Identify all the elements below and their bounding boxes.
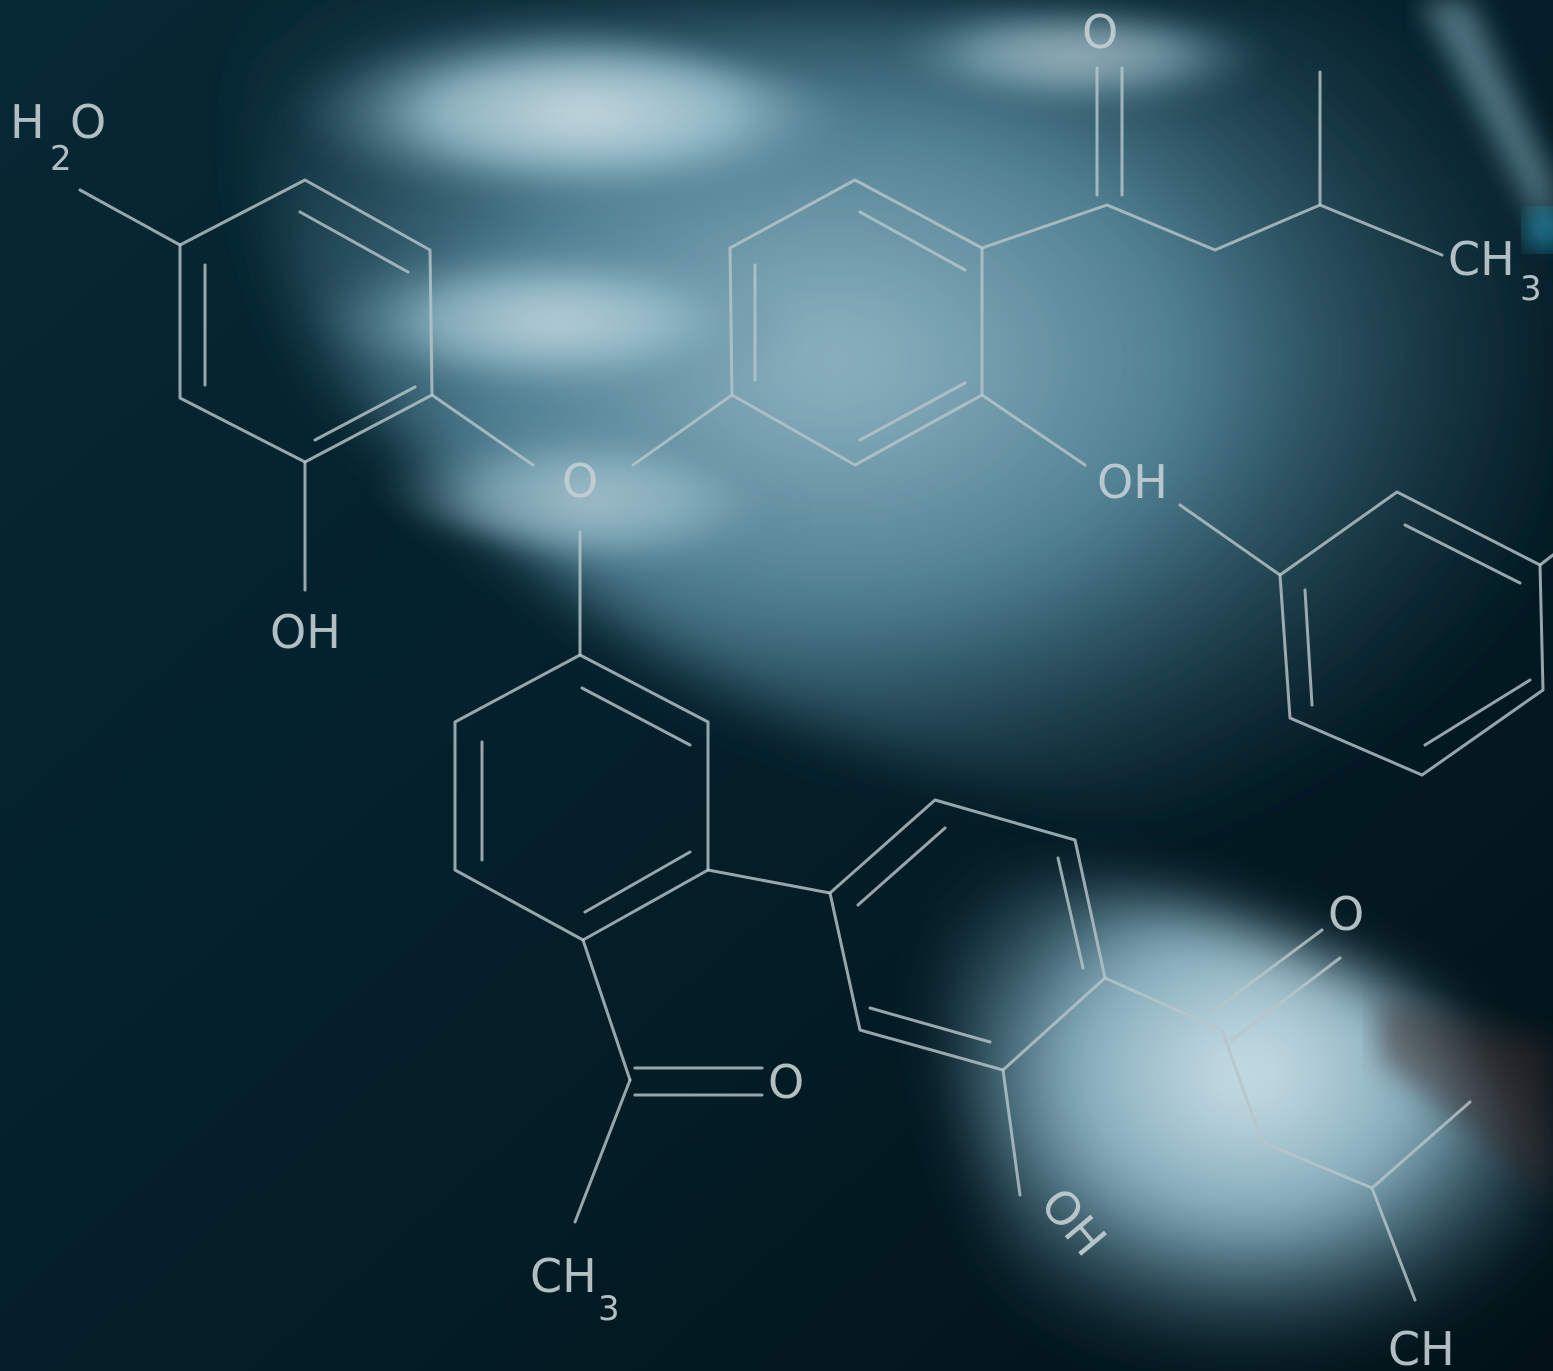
benzene-ring-top	[728, 178, 984, 467]
label-ch3-top-c: CH	[1448, 232, 1515, 286]
benzene-ring-left	[178, 178, 434, 464]
label-bottom-carbonyl-o: O	[768, 1055, 804, 1109]
label-ether-o: O	[562, 454, 598, 508]
sleeve-shape	[940, 874, 1553, 1371]
label-h2o-sub: 2	[50, 139, 72, 179]
label-oh-rotated: OH	[1030, 1177, 1117, 1266]
glove-shape	[248, 0, 1553, 900]
label-ch3-bottom-c: CH	[530, 1249, 597, 1303]
label-h2o-h: H	[10, 95, 45, 149]
label-oh-left: OH	[270, 605, 341, 659]
benzene-ring-middle	[453, 653, 710, 942]
label-h2o-o: O	[70, 95, 106, 149]
label-ch3-bottom-sub: 3	[598, 1289, 620, 1329]
label-oh-center: OH	[1097, 455, 1168, 509]
label-ch3-top-sub: 3	[1520, 269, 1542, 309]
benzene-ring-right	[1278, 490, 1545, 777]
label-ch-bottom-right: CH	[1388, 1322, 1455, 1371]
benzene-ring-lower	[828, 798, 1107, 1072]
label-top-carbonyl-o: O	[1082, 5, 1118, 59]
label-right-carbonyl-o: O	[1328, 887, 1364, 941]
